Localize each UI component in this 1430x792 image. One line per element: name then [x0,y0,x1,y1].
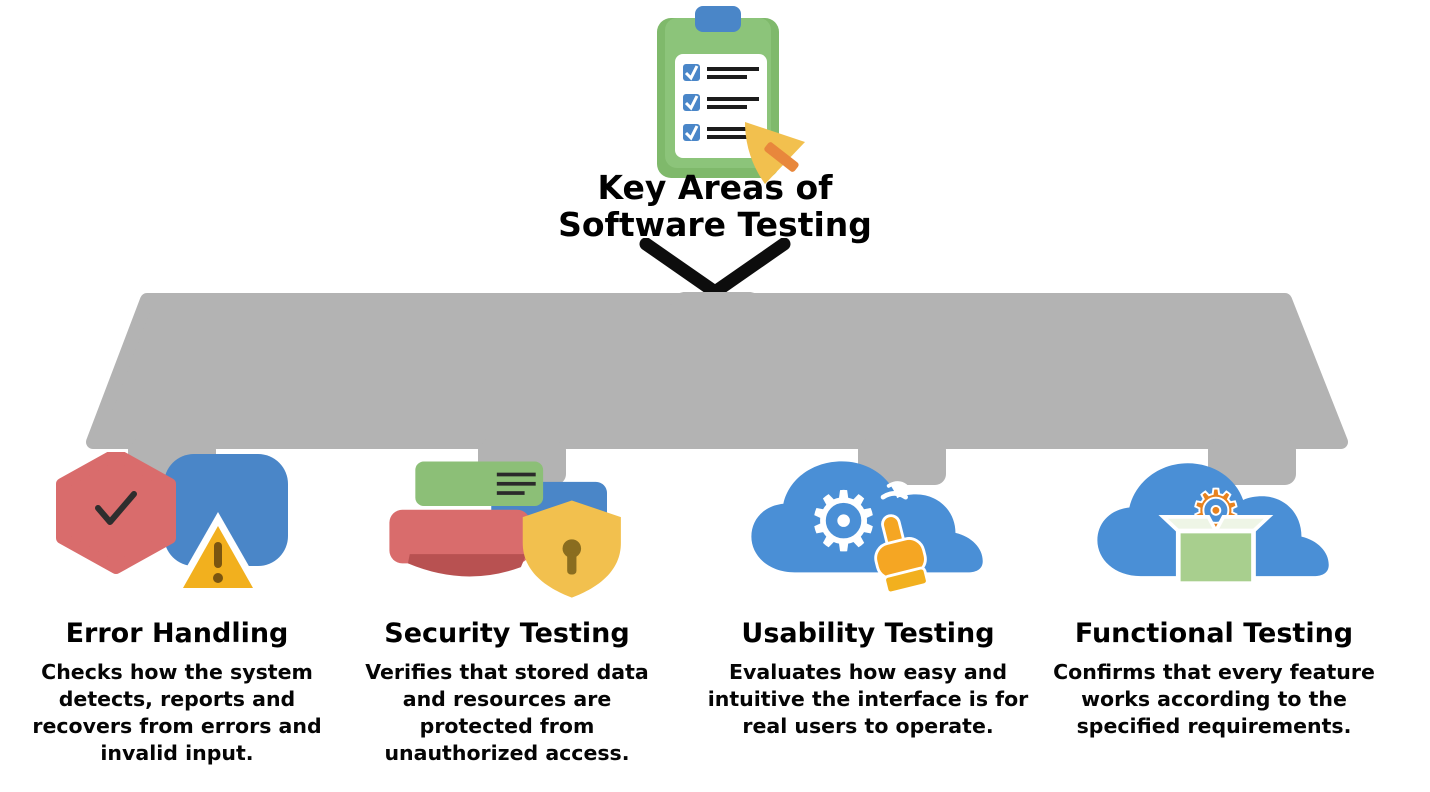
open-box-icon [1158,515,1274,587]
node-description: Confirms that every feature works accord… [1053,660,1375,739]
gear-icon: ⚙ [806,473,880,570]
automated-process-icon: ⚙ [1089,452,1339,610]
checklist-clipboard-graphic [657,6,805,184]
node-functional-testing: ⚙ Functional Testing Confirms that every… [1046,452,1382,740]
root-title-line1: Key Areas of [597,168,833,207]
node-description: Evaluates how easy and intuitive the int… [707,660,1029,739]
root-title: Key Areas of Software Testing [455,168,975,244]
chevron-down-icon [638,238,792,300]
node-heading: Usability Testing [741,618,995,649]
node-heading: Error Handling [65,618,289,649]
warning-alerts-icon [52,452,302,610]
root-title-line2: Software Testing [558,204,872,244]
hand-cursor-icon [874,514,929,595]
data-security-icon [382,452,632,610]
node-security-testing: Security Testing Verifies that stored da… [348,452,666,767]
node-description: Checks how the system detects, reports a… [32,660,322,766]
node-heading: Security Testing [384,618,630,649]
node-usability-testing: ⚙ Usability Testing Evaluates how easy a… [700,452,1036,740]
node-description: Verifies that stored data and resources … [365,660,649,766]
user-interaction-icon: ⚙ [743,452,993,610]
node-error-handling: Error Handling Checks how the system det… [18,452,336,767]
checklist-clipboard-icon [595,6,835,184]
node-heading: Functional Testing [1074,618,1354,649]
